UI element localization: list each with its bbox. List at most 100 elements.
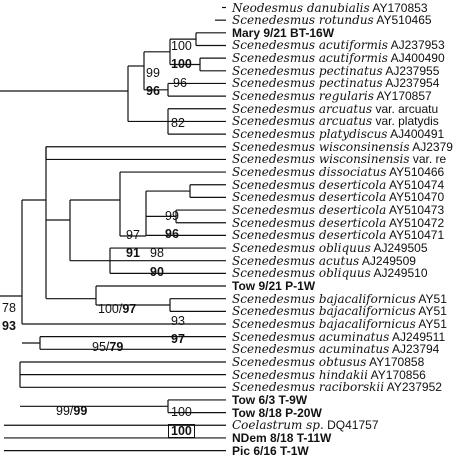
species-name: Scenedesmus acuminatus	[232, 342, 390, 357]
accession-number: AY510472	[386, 215, 445, 230]
taxon-label: Scenedesmus hindakii AY170856	[232, 369, 426, 381]
species-name: Scenedesmus platydiscus	[232, 127, 388, 142]
species-name: Scenedesmus deserticola	[232, 203, 387, 218]
accession-number: AJ237955	[382, 63, 440, 78]
accession-number: AY510470	[386, 190, 445, 205]
taxon-label: Scenedesmus pectinatus AJ237954	[232, 77, 439, 89]
species-name: Scenedesmus obliquus	[232, 241, 371, 256]
support-value: 99	[165, 209, 179, 223]
taxon-label: Scenedesmus bajacalifornicus AY51	[232, 305, 447, 317]
taxon-label: Scenedesmus acuminatus AJ249511	[232, 331, 445, 343]
species-name: Scenedesmus acuminatus	[232, 329, 390, 344]
support-value-pair: 99/99	[56, 404, 88, 418]
support-value: 100	[171, 39, 192, 53]
support-value-bold: 90	[150, 265, 164, 279]
support-value: 78	[2, 301, 16, 315]
species-name: Scenedesmus bajacalifornicus	[232, 291, 416, 306]
taxon-label: Scenedesmus raciborskii AY237952	[232, 381, 442, 393]
accession-number: AJ237953	[387, 38, 445, 53]
species-name: Scenedesmus raciborskii	[232, 380, 385, 395]
accession-number: AY51	[415, 304, 447, 319]
accession-number: AY510474	[386, 177, 445, 192]
species-name: Scenedesmus bajacalifornicus	[232, 317, 416, 331]
taxon-label: Coelastrum sp. DQ41757	[232, 419, 379, 431]
accession-number: var. re	[409, 152, 447, 167]
taxon-label: Tow 8/18 P-20W	[232, 407, 322, 419]
species-name: Scenedesmus wisconsinensis	[232, 152, 410, 167]
species-name: Scenedesmus dissociatus	[232, 165, 387, 180]
species-name: Scenedesmus acutiformis	[232, 51, 388, 66]
strain-name: NDem 8/18 T-11W	[232, 430, 332, 445]
species-name: Scenedesmus hindakii	[232, 367, 368, 382]
accession-number: AY237952	[384, 380, 442, 395]
taxon-label: Pic 6/16 T-1W	[232, 445, 309, 457]
support-value-bold: 96	[165, 227, 179, 241]
taxon-label: Scenedesmus acutiformis AJ237953	[232, 39, 445, 51]
support-value: 82	[171, 116, 185, 130]
accession-number: AY170857	[373, 89, 432, 104]
accession-number: AY510473	[386, 203, 445, 218]
taxon-label: Scenedesmus wisconsinensis var. re	[232, 153, 446, 165]
accession-number: AY510471	[386, 228, 445, 243]
accession-number: AJ249510	[370, 266, 428, 281]
support-value-boxed: 100	[168, 424, 195, 438]
accession-number: AY51	[415, 291, 447, 306]
accession-number: AY51	[415, 317, 447, 331]
species-name: Scenedesmus bajacalifornicus	[232, 304, 416, 319]
support-value: 93	[171, 314, 185, 328]
taxon-label: Scenedesmus obliquus AJ249510	[232, 267, 428, 279]
taxon-label: Scenedesmus obtusus AY170858	[232, 356, 424, 368]
taxon-label: Scenedesmus deserticola AY510471	[232, 229, 444, 241]
accession-number: AJ237954	[382, 76, 440, 91]
taxon-label: Scenedesmus obliquus AJ249505	[232, 242, 428, 254]
taxon-label: Scenedesmus deserticola AY510473	[232, 204, 444, 216]
support-value: 96	[173, 76, 187, 90]
taxon-label: Scenedesmus platydiscus AJ400491	[232, 128, 444, 140]
strain-name: Tow 8/18 P-20W	[232, 405, 322, 420]
support-value-bold: 93	[2, 319, 16, 333]
support-value-bold: 97	[171, 332, 185, 346]
support-value: 100	[171, 405, 192, 419]
accession-number: AJ400490	[387, 51, 445, 66]
taxon-label: Scenedesmus bajacalifornicus AY51	[232, 293, 447, 305]
species-name: Scenedesmus arcuatus	[232, 101, 373, 116]
accession-number: AJ249511	[389, 329, 446, 344]
species-name: Scenedesmus acutus	[232, 253, 360, 268]
taxon-label: Scenedesmus deserticola AY510470	[232, 191, 444, 203]
support-value-pair: 95/79	[92, 340, 124, 354]
taxon-label: Scenedesmus deserticola AY510472	[232, 217, 444, 229]
species-name: Scenedesmus rotundus	[232, 13, 374, 28]
taxon-label: Scenedesmus deserticola AY510474	[232, 179, 444, 191]
support-value-bold: 96	[146, 84, 160, 98]
taxon-label: Scenedesmus regularis AY170857	[232, 90, 432, 102]
accession-number: AY170856	[367, 367, 426, 382]
accession-number: var. arcuatu	[372, 101, 439, 116]
taxon-label: Scenedesmus acutiformis AJ400490	[232, 52, 445, 64]
strain-name: Tow 9/21 P-1W	[232, 279, 316, 294]
species-name: Scenedesmus pectinatus	[232, 63, 383, 78]
taxon-label: Scenedesmus pectinatus AJ237955	[232, 65, 439, 77]
species-name: Scenedesmus deserticola	[232, 215, 387, 230]
species-name: Scenedesmus wisconsinensis	[232, 139, 410, 154]
species-name: Scenedesmus obliquus	[232, 266, 371, 281]
taxon-label: Tow 9/21 P-1W	[232, 280, 315, 292]
accession-number: AJ23794	[389, 342, 440, 357]
accession-number: AJ2379	[409, 139, 453, 154]
accession-number: AY510466	[386, 165, 445, 180]
taxon-label: Scenedesmus acuminatus AJ23794	[232, 343, 439, 355]
taxon-label: Mary 9/21 BT-16W	[232, 27, 334, 39]
accession-number: AY510465	[373, 13, 432, 28]
support-value: 98	[150, 246, 164, 260]
species-name: Scenedesmus deserticola	[232, 190, 387, 205]
support-value-bold: 91	[126, 246, 140, 260]
taxon-label: Scenedesmus arcuatus var. arcuatu	[232, 103, 438, 115]
species-name: Scenedesmus arcuatus	[232, 114, 373, 129]
taxon-label: Neodesmus danubialis AY170853	[232, 2, 428, 14]
taxon-label: NDem 8/18 T-11W	[232, 432, 331, 444]
species-name: Scenedesmus regularis	[232, 89, 374, 104]
support-value-bold: 100	[171, 57, 192, 71]
species-name: Scenedesmus pectinatus	[232, 76, 383, 91]
species-name: Scenedesmus deserticola	[232, 177, 387, 192]
